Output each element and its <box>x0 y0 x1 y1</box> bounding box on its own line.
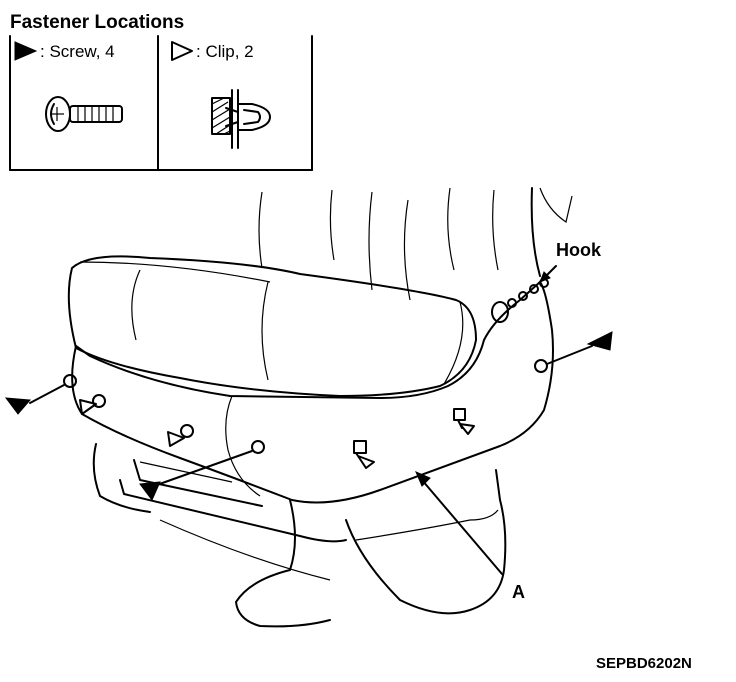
part-a-pointer-icon <box>415 471 431 487</box>
screw-pointer-rear-icon <box>586 331 613 351</box>
screw-pointer-front-icon <box>4 397 32 415</box>
fastener-legend: Fastener Locations : Screw, 4 : Clip, 2 <box>9 12 313 171</box>
screw-hole-rear-icon <box>534 359 548 373</box>
screw-illustration-icon <box>45 96 123 132</box>
legend-title: Fastener Locations <box>10 12 184 33</box>
seat-illustration <box>63 187 573 628</box>
screw-hole-lower-icon <box>251 440 265 454</box>
screw-pointer-lower-icon <box>139 481 161 501</box>
clip-marker-middle-icon <box>167 431 185 447</box>
screw-legend-label: : Screw, 4 <box>40 42 115 61</box>
clip-illustration-icon <box>211 89 271 149</box>
hook-label: Hook <box>556 240 602 260</box>
clip-marker-front-icon <box>79 399 97 415</box>
screw-symbol-icon <box>14 41 38 61</box>
figure-code: SEPBD6202N <box>596 655 692 672</box>
callout-pointers <box>4 265 613 575</box>
part-a-label: A <box>512 582 525 602</box>
clip-legend-label: : Clip, 2 <box>196 42 254 61</box>
screw-hole-front-icon <box>63 374 77 388</box>
clip-symbol-icon <box>171 41 193 61</box>
